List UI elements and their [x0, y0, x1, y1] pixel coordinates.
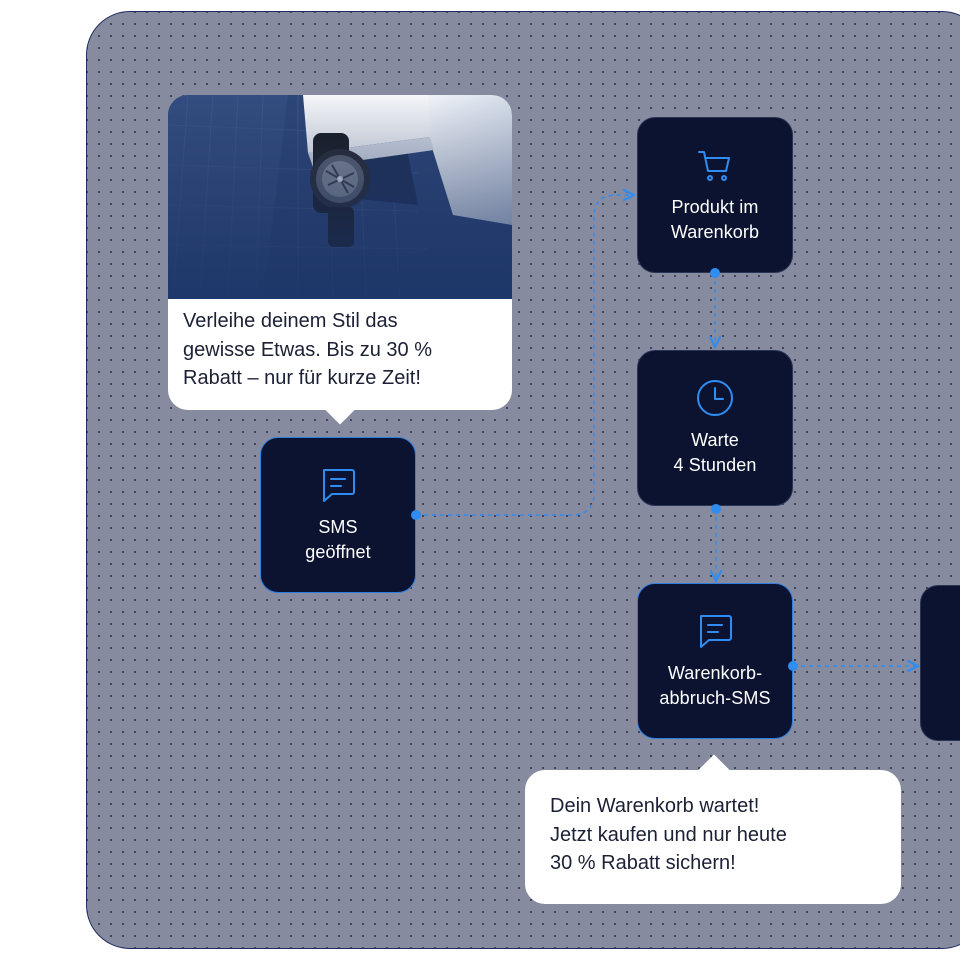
node-label: SMS geöffnet: [305, 517, 371, 562]
connector-port: [710, 268, 720, 278]
node-sms-opened[interactable]: SMS geöffnet: [260, 437, 416, 593]
node-label: Warenkorb- abbruch-SMS: [659, 663, 771, 708]
node-product-in-cart[interactable]: Produkt im Warenkorb: [637, 117, 793, 273]
node-next-partial[interactable]: [920, 585, 960, 741]
promo-message-text: Verleihe deinem Stil das gewisse Etwas. …: [183, 310, 432, 389]
shopping-cart-icon: [698, 151, 730, 181]
node-label: Produkt im Warenkorb: [670, 197, 760, 242]
chat-message-icon: [323, 469, 355, 502]
promo-message-bubble: Verleihe deinem Stil das gewisse Etwas. …: [168, 95, 512, 425]
node-cart-abandonment-sms[interactable]: Warenkorb- abbruch-SMS: [637, 583, 793, 739]
cart-reminder-message-bubble: Dein Warenkorb wartet! Jetzt kaufen und …: [525, 754, 901, 904]
chat-message-icon: [700, 615, 732, 648]
connector-port: [788, 661, 798, 671]
connector-port: [711, 504, 721, 514]
cart-reminder-text: Dein Warenkorb wartet! Jetzt kaufen und …: [550, 795, 787, 874]
node-label: Warte 4 Stunden: [673, 430, 757, 475]
wrist-watch-image: [168, 95, 512, 299]
watch-photo: [168, 95, 512, 299]
connector-port: [411, 510, 421, 520]
node-wait[interactable]: Warte 4 Stunden: [637, 350, 793, 506]
clock-icon: [697, 380, 733, 416]
